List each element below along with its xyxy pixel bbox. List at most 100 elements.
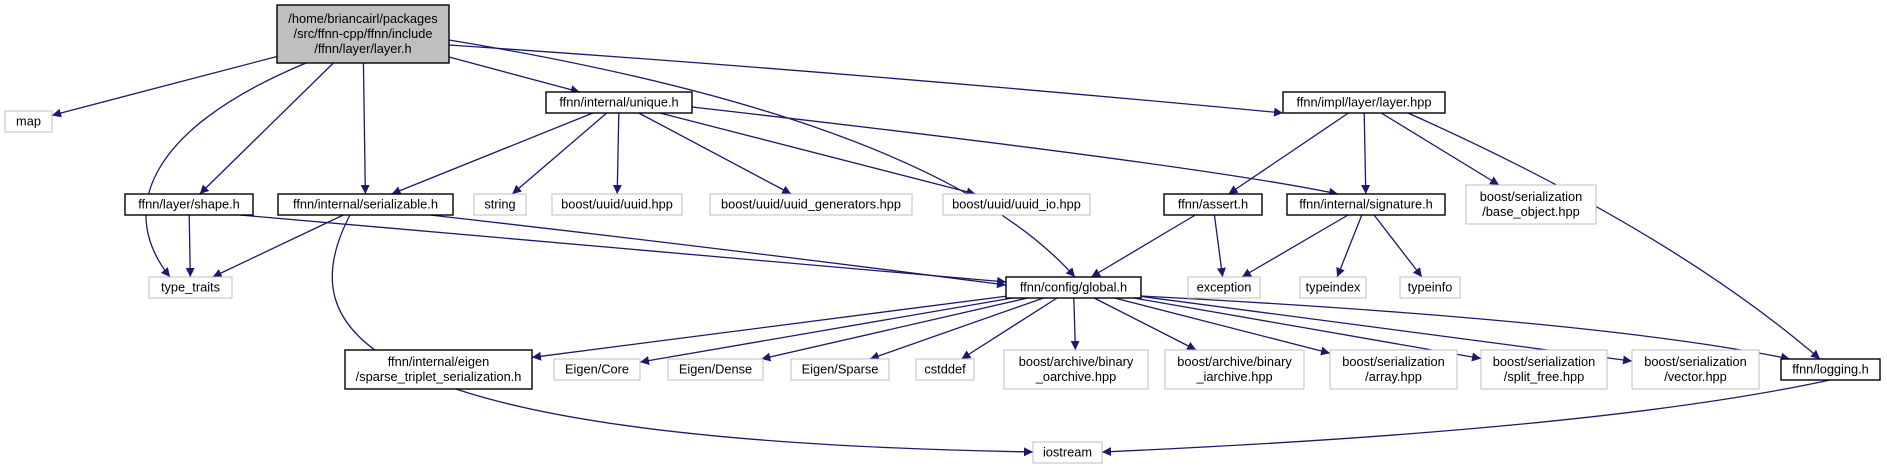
node-label-line: boost/uuid/uuid_io.hpp [952,197,1081,212]
node-box [1780,358,1881,381]
node-box [545,91,693,114]
edge-shape-h-to-global-h [239,214,1007,286]
edge-global-h-to-eigen-core [639,297,1013,366]
node-box [276,4,450,64]
edge-assert-h-to-exception [1213,214,1226,278]
node-impl-layer-hpp[interactable]: ffnn/impl/layer/layer.hpp [1282,91,1446,114]
node-eigen-core: Eigen/Core [553,358,641,381]
node-label-line: /base_object.hpp [1482,204,1579,219]
edge-layer-h-to-unique-h [448,56,580,95]
node-box [1399,276,1461,299]
node-serializable-h[interactable]: ffnn/internal/serializable.h [277,193,454,216]
edge-impl-layer-hpp-to-signature-h [1361,112,1371,195]
node-label-line: /home/briancairl/packages [288,11,437,26]
node-box [667,358,764,381]
edge-global-h-to-ser-split-free [1133,297,1482,362]
node-label-line: /split_free.hpp [1504,369,1584,384]
edge-layer-h-to-shape-h [199,62,334,195]
edge-impl-layer-hpp-to-assert-h [1228,112,1349,195]
node-box [1299,276,1367,299]
edge-signature-h-to-typeinfo [1373,214,1423,278]
edge-layer-h-to-impl-layer-hpp [448,44,1284,117]
edge-unique-h-to-string [511,112,608,195]
node-label-line: _oarchive.hpp [1035,369,1116,384]
edge-signature-h-to-exception [1241,214,1349,278]
node-signature-h[interactable]: ffnn/internal/signature.h [1286,193,1446,216]
node-label-line: iostream [1043,445,1092,460]
node-box [4,110,53,133]
edge-unique-h-to-uuid-hpp [612,112,622,195]
node-label-line: boost/uuid/uuid.hpp [561,197,673,212]
edge-global-h-to-ser-array [1114,297,1331,356]
node-box [790,358,890,381]
node-label-line: /array.hpp [1365,369,1422,384]
node-unique-h[interactable]: ffnn/internal/unique.h [545,91,693,114]
edge-global-h-to-logging-h [1140,295,1791,362]
node-label-line: boost/serialization [1480,189,1582,204]
node-box [551,193,683,216]
node-label-line: ffnn/layer/shape.h [138,197,240,212]
node-label-line: Eigen/Core [565,362,629,377]
node-label-line: boost/serialization [1342,354,1444,369]
edge-global-h-to-cstddef [961,297,1058,360]
node-label-line: boost/serialization [1644,354,1746,369]
node-ser-vector: boost/serialization/vector.hpp [1631,349,1760,390]
node-label-line: ffnn/assert.h [1178,197,1248,212]
node-iostream: iostream [1032,441,1103,464]
node-map: map [4,110,53,133]
node-box [1282,91,1446,114]
node-uuid-io-hpp: boost/uuid/uuid_io.hpp [942,193,1091,216]
edge-serializable-h-to-type-traits [212,214,344,278]
node-base-object-hpp: boost/serialization/base_object.hpp [1465,184,1597,225]
node-label-line: ffnn/logging.h [1792,362,1869,377]
node-label-line: typeinfo [1408,280,1453,295]
node-label-line: /vector.hpp [1664,369,1727,384]
node-label-line: ffnn/internal/signature.h [1299,197,1433,212]
edge-unique-h-to-uuid-io-hpp [659,112,976,197]
node-box [1286,193,1446,216]
node-box [1631,349,1760,390]
edge-signature-h-to-typeindex [1336,214,1363,278]
edge-global-h-to-binary-oarchive [1070,297,1080,351]
node-global-h[interactable]: ffnn/config/global.h [1005,276,1142,299]
node-type-traits: type_traits [148,276,233,299]
node-label-line: ffnn/internal/serializable.h [293,197,438,212]
node-binary-oarchive: boost/archive/binary_oarchive.hpp [1003,349,1149,390]
node-label-line: type_traits [161,280,220,295]
node-label-line: ffnn/config/global.h [1020,280,1127,295]
node-sparse-triplet[interactable]: ffnn/internal/eigen/sparse_triplet_seria… [344,349,533,390]
node-label-line: /src/ffnn-cpp/ffnn/include [294,26,433,41]
node-box [124,193,254,216]
edge-unique-h-to-serializable-h [391,112,594,195]
node-label-line: ffnn/internal/unique.h [559,95,678,110]
node-box [1163,193,1263,216]
node-box [915,358,975,381]
node-box [1187,276,1261,299]
node-box [1005,276,1142,299]
node-ser-split-free: boost/serialization/split_free.hpp [1480,349,1608,390]
edge-global-h-to-sparse-triplet [531,295,1007,361]
edge-serializable-h-to-iostream [331,214,1034,457]
node-exception: exception [1187,276,1261,299]
node-eigen-dense: Eigen/Dense [667,358,764,381]
node-label-line: boost/uuid/uuid_generators.hpp [721,197,901,212]
edge-layer-h-to-serializable-h [360,62,370,195]
node-box [1003,349,1149,390]
node-box [1480,349,1608,390]
node-label-line: Eigen/Sparse [802,362,879,377]
node-typeinfo: typeinfo [1399,276,1461,299]
edge-assert-h-to-global-h [1090,214,1196,278]
node-assert-h[interactable]: ffnn/assert.h [1163,193,1263,216]
node-uuid-generators-hpp: boost/uuid/uuid_generators.hpp [709,193,913,216]
node-box [1164,349,1305,390]
node-ser-array: boost/serialization/array.hpp [1329,349,1458,390]
node-cstddef: cstddef [915,358,975,381]
edge-unique-h-to-uuid-generators-hpp [638,112,792,195]
node-logging-h[interactable]: ffnn/logging.h [1780,358,1881,381]
edge-layer-h-to-map [51,55,278,118]
node-shape-h[interactable]: ffnn/layer/shape.h [124,193,254,216]
node-box [1032,441,1103,464]
node-label-line: ffnn/internal/eigen [388,354,490,369]
edge-global-h-to-binary-iarchive [1093,297,1197,351]
node-box [277,193,454,216]
